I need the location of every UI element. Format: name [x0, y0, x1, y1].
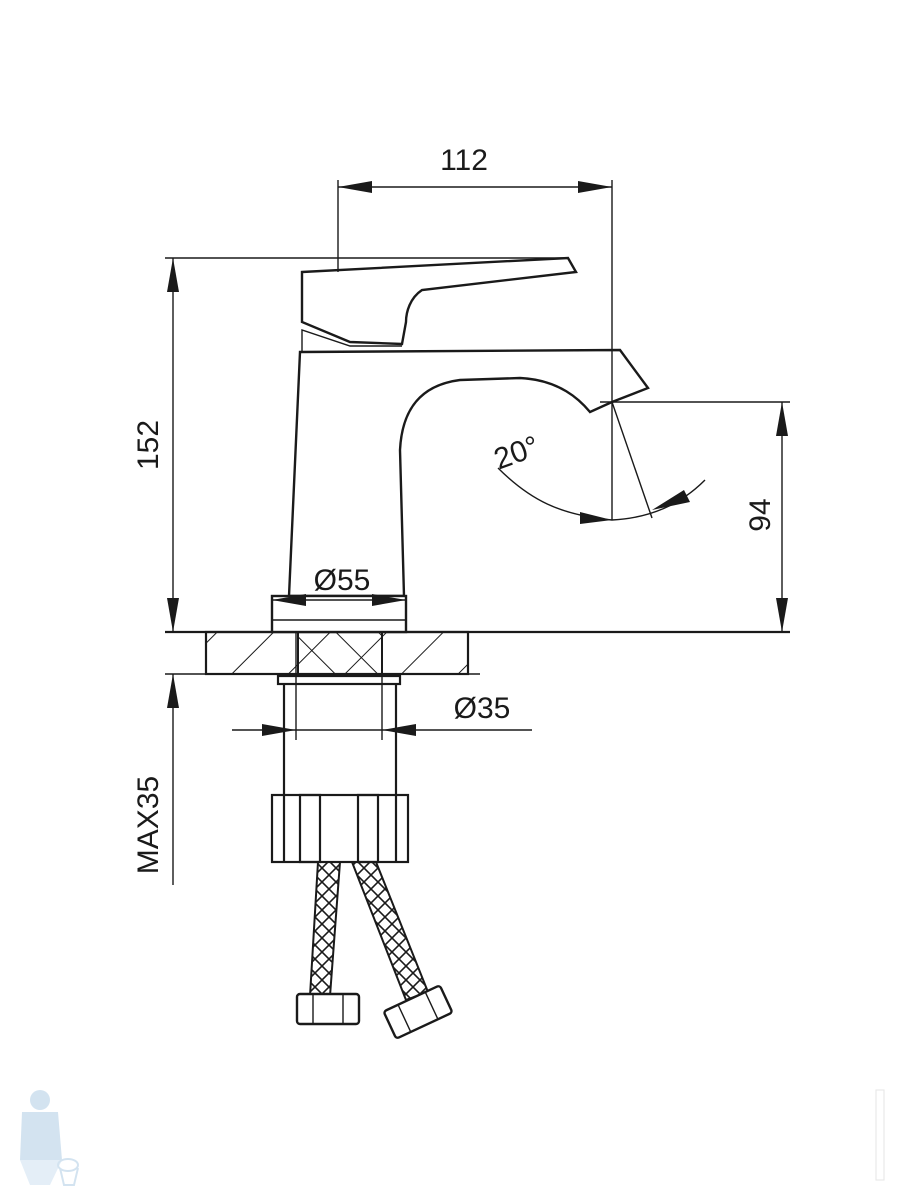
- dimension-spout-angle: 20°: [490, 401, 706, 524]
- countertop-section: [165, 630, 790, 676]
- dimension-label-max35: MAX35: [132, 776, 165, 874]
- dimension-label-d55: Ø55: [314, 564, 371, 597]
- dimension-label-20deg: 20°: [490, 430, 544, 477]
- flexible-hoses: [295, 861, 453, 1039]
- dimension-shank-diameter: Ø35: [232, 692, 532, 736]
- dimension-total-height: 152: [132, 257, 568, 632]
- dimension-spout-reach: 112: [337, 144, 613, 520]
- dimension-base-diameter: Ø55: [272, 564, 406, 606]
- dimension-label-152: 152: [132, 420, 165, 470]
- dimension-label-94: 94: [744, 498, 777, 531]
- watermark-mark: [875, 1089, 885, 1181]
- dimension-label-d35: Ø35: [454, 692, 511, 725]
- dimension-spout-height: 94: [600, 401, 790, 632]
- dimension-max-countertop: MAX35: [132, 674, 179, 885]
- plumber-logo-icon: [20, 1090, 79, 1186]
- dimension-label-112: 112: [440, 144, 488, 177]
